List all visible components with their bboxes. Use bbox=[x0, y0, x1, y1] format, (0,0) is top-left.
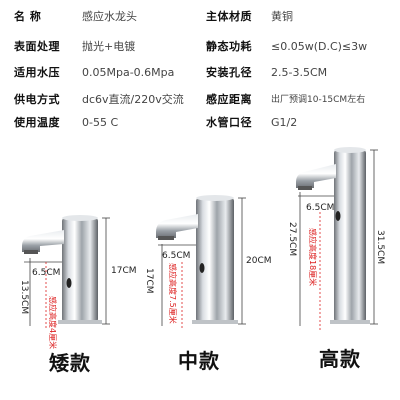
spec-value: ≤0.05w(D.C)≤3w bbox=[271, 40, 368, 53]
spec-value: 感应水龙头 bbox=[82, 10, 137, 23]
faucet-nozzle bbox=[158, 236, 174, 240]
short-reach-label: 6.5CM bbox=[32, 268, 60, 278]
medium-height-label: 20CM bbox=[246, 256, 272, 266]
spec-row: 使用温度 0-55 C 水管口径 G1/2 bbox=[0, 112, 400, 134]
faucet-body bbox=[62, 218, 98, 322]
spec-value: 抛光+电镀 bbox=[82, 40, 136, 53]
faucet-spout bbox=[22, 230, 64, 252]
faucet-spout bbox=[156, 214, 198, 238]
short-height-label: 17CM bbox=[111, 266, 137, 276]
spec-value: 出厂预调10-15CM左右 bbox=[271, 95, 366, 105]
faucet-top bbox=[334, 147, 366, 153]
spec-label: 供电方式 bbox=[14, 93, 60, 106]
spec-label: 水管口径 bbox=[206, 116, 252, 129]
spec-value: 2.5-3.5CM bbox=[271, 66, 328, 79]
spec-row: 表面处理 抛光+电镀 静态功耗 ≤0.05w(D.C)≤3w bbox=[0, 36, 400, 58]
tall-reach-label: 6.5CM bbox=[306, 203, 334, 213]
spec-value: 黄铜 bbox=[271, 10, 293, 23]
short-faucet bbox=[22, 215, 102, 324]
spec-value: dc6v直流/220v交流 bbox=[82, 93, 184, 106]
spec-row: 名 称 感应水龙头 主体材质 黄铜 bbox=[0, 6, 400, 28]
faucet-body bbox=[334, 150, 366, 322]
faucet-illustration: 17CM 6.5CM 13.5CM 感应高度4厘米 20CM 6.5CM 17C… bbox=[19, 147, 385, 349]
short-sensing-height-label: 感应高度4厘米 bbox=[48, 296, 58, 349]
spec-row: 供电方式 dc6v直流/220v交流 感应距离 出厂预调10-15CM左右 bbox=[0, 89, 400, 111]
tall-faucet bbox=[296, 147, 370, 324]
spec-label: 静态功耗 bbox=[206, 40, 252, 53]
faucet-nozzle bbox=[298, 186, 312, 190]
faucet-top bbox=[196, 195, 234, 201]
medium-sensing-height-label: 感应高度7.5厘米 bbox=[168, 263, 178, 324]
spec-label: 适用水压 bbox=[14, 66, 60, 79]
tall-height-label: 31.5CM bbox=[375, 230, 385, 264]
spec-label: 名 称 bbox=[14, 10, 42, 23]
spec-label: 表面处理 bbox=[14, 40, 60, 53]
faucet-base bbox=[192, 320, 238, 324]
faucet-body bbox=[196, 198, 234, 322]
model-label-medium: 中款 bbox=[178, 349, 220, 373]
medium-spout-height-label: 17CM bbox=[144, 268, 154, 294]
faucet-nozzle bbox=[24, 250, 38, 254]
spec-value: 0-55 C bbox=[82, 116, 119, 129]
model-label-tall: 高款 bbox=[319, 347, 361, 371]
sensor-icon bbox=[335, 211, 341, 221]
spec-label: 主体材质 bbox=[206, 10, 252, 23]
tall-sensing-height-label: 感应高度18厘米 bbox=[308, 228, 318, 286]
medium-reach-label: 6.5CM bbox=[162, 251, 190, 261]
spec-label: 安装孔径 bbox=[206, 66, 252, 79]
spec-value: G1/2 bbox=[271, 116, 298, 129]
sensor-icon bbox=[66, 278, 72, 288]
medium-faucet bbox=[156, 195, 238, 324]
sensor-icon bbox=[199, 263, 205, 273]
faucet-spout bbox=[296, 164, 336, 188]
spec-label: 感应距离 bbox=[206, 93, 252, 106]
faucet-top bbox=[62, 215, 98, 221]
spec-label: 使用温度 bbox=[14, 116, 60, 129]
short-spout-height-label: 13.5CM bbox=[19, 280, 29, 314]
faucet-base bbox=[330, 320, 370, 324]
model-label-short: 矮款 bbox=[49, 351, 91, 375]
spec-value: 0.05Mpa-0.6Mpa bbox=[82, 66, 175, 79]
spec-row: 适用水压 0.05Mpa-0.6Mpa 安装孔径 2.5-3.5CM bbox=[0, 62, 400, 84]
faucet-base bbox=[58, 320, 102, 324]
tall-spout-height-label: 27.5CM bbox=[287, 222, 297, 256]
